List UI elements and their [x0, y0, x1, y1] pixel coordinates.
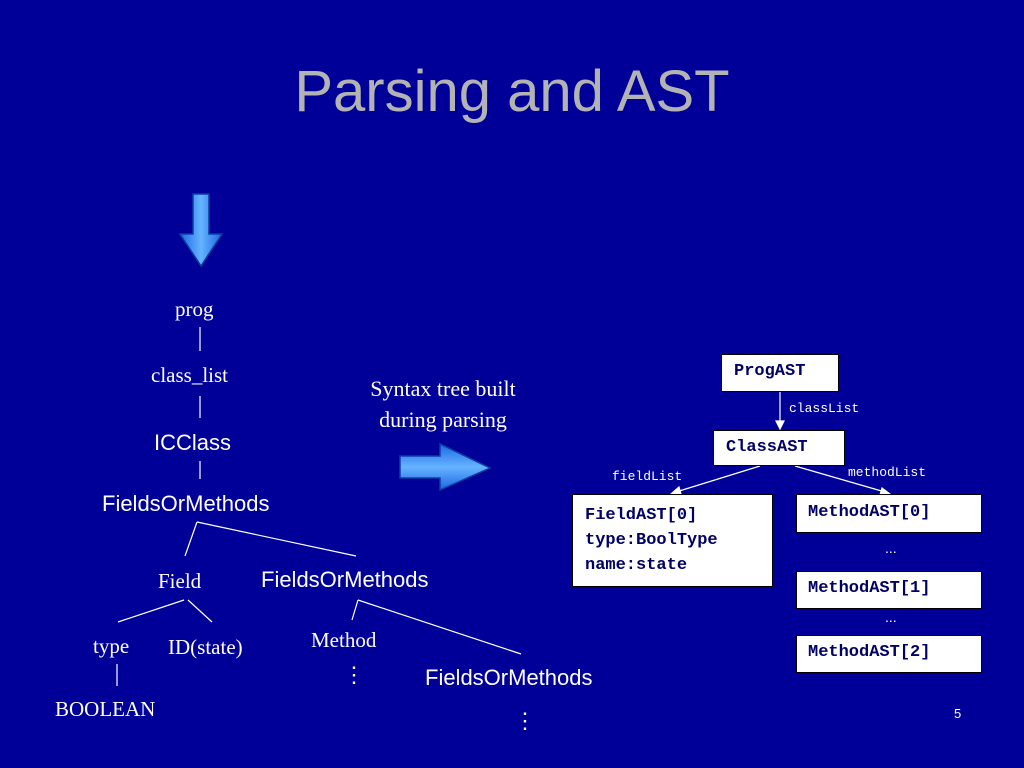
- edge-fom-field: [184, 521, 198, 557]
- edge-classast-fieldast: [675, 465, 761, 493]
- ellipsis-1: ...: [885, 540, 897, 556]
- prog-ast-box: ProgAST: [721, 354, 839, 392]
- prog-ast-label: ProgAST: [734, 362, 806, 381]
- method-ast-0-label: MethodAST[0]: [808, 503, 931, 522]
- node-field: Field: [158, 569, 202, 593]
- edge-fom-fom2: [196, 521, 357, 557]
- node-class-list: class_list: [151, 363, 228, 387]
- field-ast-box: FieldAST[0] type:BoolType name:state: [572, 494, 773, 587]
- method-ast-1-box: MethodAST[1]: [796, 571, 982, 609]
- arrowhead-fieldast: [669, 485, 682, 495]
- node-type: type: [93, 634, 130, 658]
- class-ast-label: ClassAST: [726, 438, 808, 457]
- edge-label-fieldlist: fieldList: [612, 469, 683, 484]
- edge-fom2-fom3: [357, 599, 522, 655]
- page-number: 5: [954, 706, 962, 721]
- edge-label-methodlist: methodList: [848, 465, 927, 480]
- edge-label-classlist: classList: [789, 401, 860, 416]
- edge-field-type: [117, 599, 185, 623]
- edge-classast-methodast: [794, 465, 886, 493]
- class-ast-box: ClassAST: [713, 430, 845, 466]
- node-boolean: BOOLEAN: [55, 697, 156, 721]
- node-fields-or-methods-3: FieldsOrMethods: [425, 665, 593, 690]
- node-icclass: ICClass: [154, 430, 232, 455]
- field-ast-line-2: type:BoolType: [585, 531, 718, 550]
- slide-title: Parsing and AST: [294, 59, 730, 124]
- field-ast-line-3: name:state: [585, 556, 688, 575]
- vertical-ellipsis-method: ⋮: [343, 662, 365, 687]
- field-ast-line-1: FieldAST[0]: [585, 506, 698, 525]
- method-ast-1-label: MethodAST[1]: [808, 579, 931, 598]
- vertical-ellipsis-fom: ⋮: [514, 708, 536, 733]
- caption: Syntax tree built during parsing: [343, 373, 543, 435]
- right-arrow-icon: [399, 442, 492, 492]
- node-fields-or-methods-2: FieldsOrMethods: [261, 567, 429, 592]
- caption-line-2: during parsing: [379, 407, 507, 432]
- node-id-state: ID(state): [168, 635, 243, 659]
- caption-line-1: Syntax tree built: [370, 376, 516, 401]
- ellipsis-2: ...: [885, 609, 897, 625]
- node-method: Method: [311, 628, 377, 652]
- edge-field-id: [187, 599, 213, 623]
- down-arrow-icon: [178, 193, 224, 268]
- edge-fom2-method: [351, 599, 359, 621]
- method-ast-2-box: MethodAST[2]: [796, 635, 982, 673]
- node-prog: prog: [175, 297, 214, 321]
- method-ast-2-label: MethodAST[2]: [808, 643, 931, 662]
- node-fields-or-methods-1: FieldsOrMethods: [102, 491, 270, 516]
- arrowhead-classast: [775, 420, 785, 431]
- method-ast-0-box: MethodAST[0]: [796, 494, 982, 533]
